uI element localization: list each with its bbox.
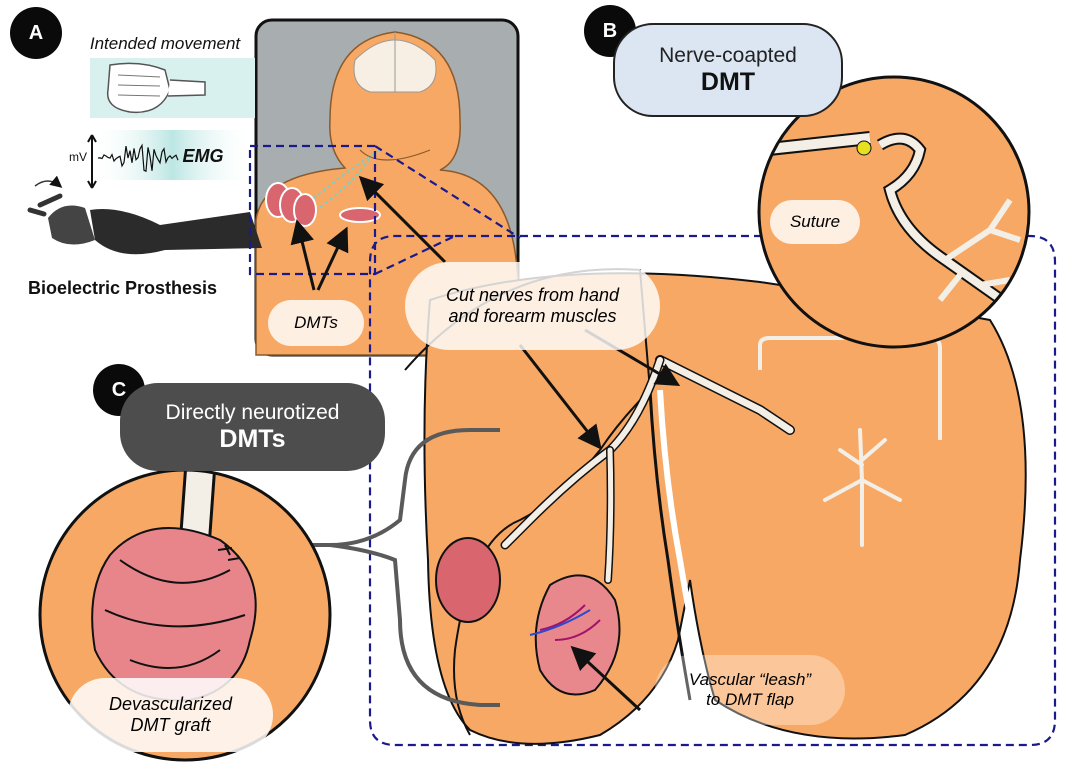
graft-line2: DMT graft — [130, 715, 211, 735]
mv-label: mV — [69, 150, 87, 164]
emg-trace — [87, 130, 255, 189]
directly-neurotized-title: Directly neurotized DMTs — [120, 383, 385, 471]
directly-neurotized-line1: Directly neurotized — [165, 400, 340, 424]
dmts-text: DMTs — [294, 313, 338, 332]
graft-line1: Devascularized — [108, 694, 233, 714]
dmt-flaps — [435, 537, 621, 696]
emg-label: EMG — [182, 146, 224, 166]
nerve-coapted-line2: DMT — [700, 67, 756, 96]
suture-text: Suture — [789, 212, 841, 231]
directly-neurotized-line2: DMTs — [219, 424, 286, 453]
cut-nerves-line2: and forearm muscles — [448, 306, 617, 326]
devascularized-graft-label: Devascularized DMT graft — [68, 678, 273, 752]
dmts-label: DMTs — [268, 300, 364, 346]
cut-nerves-label: Cut nerves from hand and forearm muscles — [405, 262, 660, 350]
prosthetic-arm — [27, 175, 262, 255]
nerve-coapted-title: Nerve-coapted DMT — [613, 23, 843, 117]
zoom-box-a — [248, 144, 521, 276]
cut-nerves-line1: Cut nerves from hand — [445, 285, 620, 305]
suture-label: Suture — [770, 200, 860, 244]
leash-line1: Vascular “leash” — [688, 670, 812, 689]
nerve-coapted-line1: Nerve-coapted — [659, 43, 797, 67]
intended-movement-box — [90, 58, 255, 118]
nerve-coapted-inset — [757, 75, 1031, 349]
prosthesis-label: Bioelectric Prosthesis — [27, 278, 218, 298]
leash-line2: to DMT flap — [706, 690, 794, 709]
dmt-discs — [265, 182, 381, 227]
vascular-leash-label: Vascular “leash” to DMT flap — [655, 655, 845, 725]
connector-c — [300, 428, 500, 707]
badge-a: A — [10, 7, 62, 59]
intended-movement-label: Intended movement — [89, 34, 241, 53]
